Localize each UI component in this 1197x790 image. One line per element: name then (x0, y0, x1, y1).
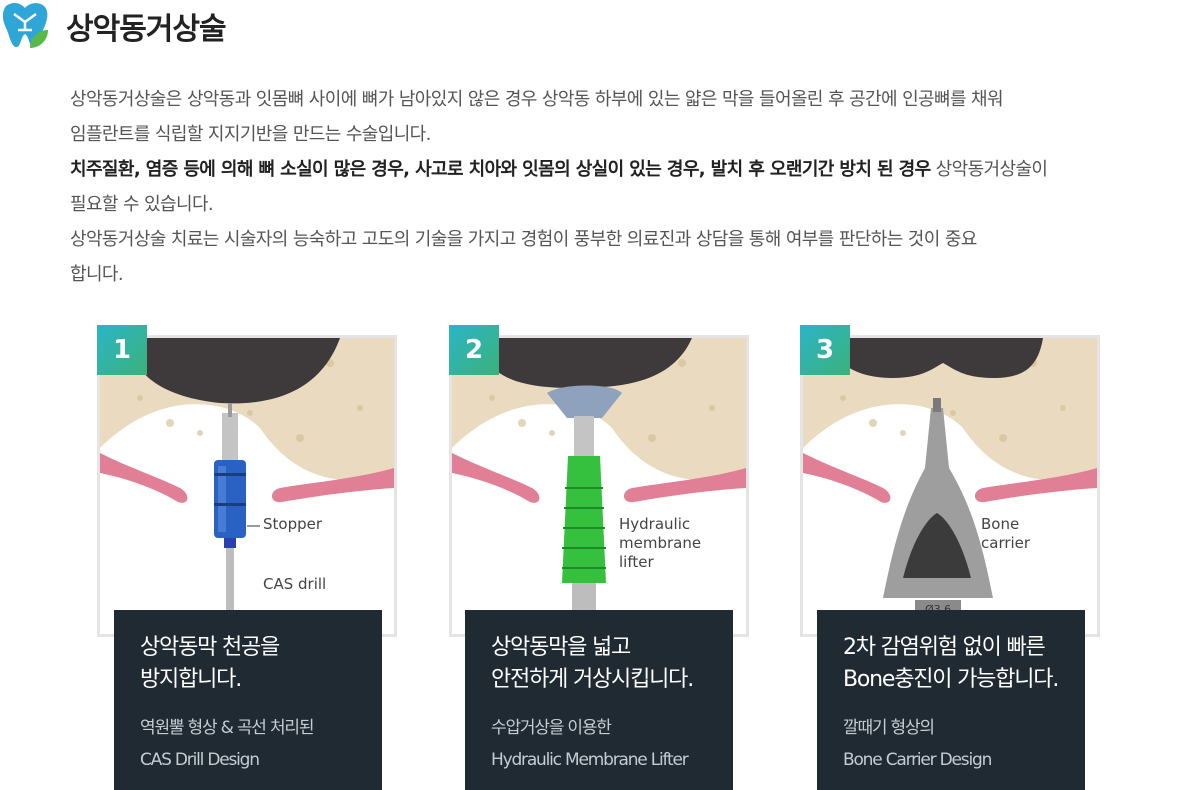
step-title: 상악동막을 넓고 안전하게 거상시킵니다. (491, 635, 694, 692)
intro-bold-text: 치주질환, 염증 등에 의해 뼈 소실이 많은 경우, 사고로 치아와 잇몸의 … (70, 159, 931, 180)
intro-line: 임플란트를 식립할 지지기반을 만드는 수술입니다. (70, 124, 431, 145)
bone-carrier-illustration: Ø3.6 (803, 338, 1097, 616)
intro-text-rest: 상악동거상술이 (930, 159, 1048, 180)
cas-drill-illustration (100, 338, 394, 634)
step-title: 2차 감염위험 없이 빠른 Bone충진이 가능합니다. (843, 635, 1059, 692)
step-card-3: 3 Ø3.6 Bone carrier 2차 감염위험 없이 빠른 Bone충진… (800, 325, 1100, 790)
step-subtitle: 역원뿔 형상 & 곡선 처리된 CAS Drill Design (140, 718, 314, 770)
step-number-badge: 3 (800, 325, 850, 375)
tooth-logo-icon (2, 2, 48, 48)
intro-text: 상악동거상술은 상악동과 잇몸뼈 사이에 뼈가 남아있지 않은 경우 상악동 하… (70, 82, 1197, 292)
cas-drill-label: CAS drill (263, 575, 327, 593)
illustration-frame (97, 335, 397, 637)
illustration-frame (449, 335, 749, 637)
step-subtitle: 수압거상을 이용한 Hydraulic Membrane Lifter (491, 718, 689, 770)
intro-line: 상악동거상술 치료는 시술자의 능숙하고 고도의 기술을 가지고 경험이 풍부한… (70, 229, 977, 250)
illustration-frame: Ø3.6 (800, 335, 1100, 637)
stopper-label: Stopper (263, 515, 323, 533)
intro-line: 합니다. (70, 264, 124, 285)
intro-line: 필요할 수 있습니다. (70, 194, 214, 215)
hydraulic-lifter-label: Hydraulic membrane lifter (619, 515, 702, 571)
step-caption: 2차 감염위험 없이 빠른 Bone충진이 가능합니다. 깔때기 형상의 Bon… (817, 610, 1085, 790)
step-card-2: 2 Hydraulic membrane lifter 상악동막을 넓고 안전하… (449, 325, 749, 790)
intro-line: 상악동거상술은 상악동과 잇몸뼈 사이에 뼈가 남아있지 않은 경우 상악동 하… (70, 89, 1004, 110)
step-card-1: 1 Stopper CAS drill 상악동막 천공을 방지합니다. 역원뿔 … (97, 325, 397, 790)
step-number-badge: 1 (97, 325, 147, 375)
step-subtitle: 깔때기 형상의 Bone Carrier Design (843, 718, 992, 770)
step-number-badge: 2 (449, 325, 499, 375)
page-title: 상악동거상술 (66, 12, 227, 47)
bone-carrier-label: Bone carrier (981, 515, 1031, 552)
step-caption: 상악동막을 넓고 안전하게 거상시킵니다. 수압거상을 이용한 Hydrauli… (465, 610, 733, 790)
step-caption: 상악동막 천공을 방지합니다. 역원뿔 형상 & 곡선 처리된 CAS Dril… (114, 610, 382, 790)
step-title: 상악동막 천공을 방지합니다. (140, 635, 280, 692)
intro-line: 치주질환, 염증 등에 의해 뼈 소실이 많은 경우, 사고로 치아와 잇몸의 … (70, 152, 1197, 187)
hydraulic-lifter-illustration (452, 338, 746, 634)
